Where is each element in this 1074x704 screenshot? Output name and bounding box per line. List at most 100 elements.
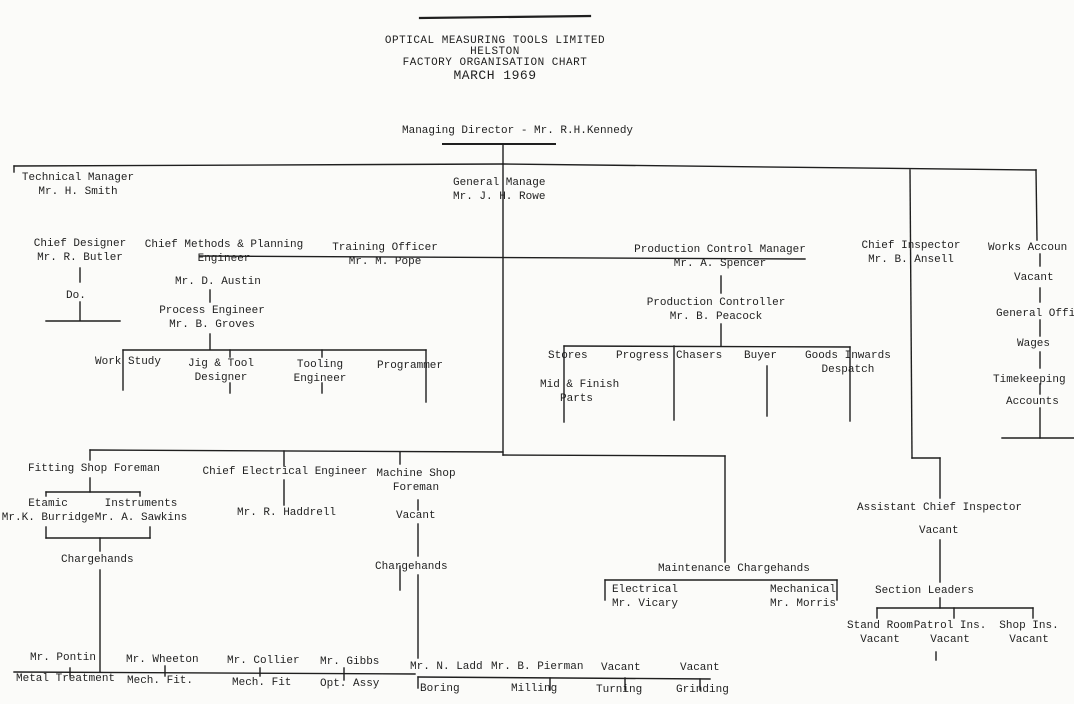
- node-title: Mechanical: [769, 584, 837, 596]
- node-title: Parts: [560, 393, 594, 405]
- goods-inwards-despatch: Goods Inwards Despatch: [805, 349, 891, 377]
- technical-manager: Technical Manager Mr. H. Smith: [22, 171, 134, 199]
- chart-date: MARCH 1969: [453, 68, 537, 83]
- fitting-shop-foreman: Fitting Shop Foreman: [28, 463, 161, 475]
- staff-role: Boring: [420, 683, 460, 695]
- programmer: Programmer: [377, 360, 444, 372]
- chief-electrical-name: Mr. R. Haddrell: [237, 507, 337, 519]
- node-name: Mr. H. Smith: [38, 186, 118, 198]
- node-title: Chief Designer: [33, 238, 127, 250]
- progress: Progress: [616, 350, 669, 362]
- node-title: Process Engineer: [159, 305, 265, 317]
- chief-methods-name: Mr. D. Austin: [175, 276, 261, 288]
- stores: Stores: [548, 350, 588, 362]
- node-title: Engineer: [293, 373, 347, 385]
- node-name: Mr. B. Ansell: [868, 254, 954, 266]
- node-name: Vacant: [860, 634, 900, 646]
- node-title: Production Control Manager: [634, 244, 806, 256]
- node-name: Mr. A. Spencer: [673, 258, 767, 270]
- node-name: Vacant: [930, 634, 970, 646]
- machine-shop-name: Vacant: [396, 510, 436, 522]
- accounts: Accounts: [1006, 396, 1059, 408]
- staff-name: Mr. B. Pierman: [491, 661, 584, 673]
- staff-role: Turning: [596, 684, 643, 696]
- fitting-chargehands: Chargehands: [61, 554, 134, 566]
- chief-electrical-engineer: Chief Electrical Engineer: [202, 465, 367, 479]
- mechanical-maintenance: Mechanical Mr. Morris: [770, 583, 836, 611]
- node-title: Mid & Finish: [540, 379, 620, 391]
- staff-role: Metal Treatment: [16, 673, 116, 685]
- node-name: Mr. R. Butler: [37, 252, 123, 264]
- company-name: OPTICAL MEASURING TOOLS LIMITED: [384, 35, 606, 47]
- node-title: Goods Inwards: [805, 350, 891, 362]
- work-study: Work Study: [95, 356, 162, 368]
- node-name: Mr. B. Peacock: [669, 311, 763, 323]
- stand-room: Stand Room Vacant: [847, 619, 913, 647]
- staff-role: Grinding: [676, 684, 729, 696]
- node-title: Production Controller: [646, 297, 786, 309]
- training-officer: Training Officer Mr. M. Pope: [332, 241, 438, 269]
- works-accountant-title: Works Accoun: [988, 242, 1068, 254]
- node-title: Chief Methods & Planning: [144, 239, 304, 251]
- node-name: Mr. A. Sawkins: [94, 512, 188, 524]
- machine-shop-foreman: Machine Shop Foreman: [376, 467, 455, 495]
- assistant-chief-inspector-name: Vacant: [919, 525, 959, 537]
- staff-name: Mr. N. Ladd: [410, 661, 483, 673]
- staff-name: Mr. Gibbs: [320, 656, 380, 668]
- node-title: Technical Manager: [21, 172, 135, 184]
- staff-role: Mech. Fit: [232, 677, 292, 689]
- chasers: Chasers: [676, 350, 723, 362]
- chart-title: FACTORY ORGANISATION CHART: [402, 57, 588, 69]
- node-title: Engineer: [197, 253, 251, 265]
- node-title: Stand Room: [846, 620, 914, 632]
- general-office: General Offi: [996, 308, 1074, 320]
- section-leaders: Section Leaders: [875, 585, 975, 597]
- jig-tool-designer: Jig & Tool Designer: [188, 357, 254, 385]
- node-title: Designer: [194, 372, 248, 384]
- node-name: Mr. Morris: [769, 598, 837, 610]
- node-title: General Manage: [453, 177, 546, 189]
- maintenance-chargehands: Maintenance Chargehands: [658, 563, 810, 575]
- staff-name: Vacant: [601, 662, 641, 674]
- chief-designer-sub: Do.: [66, 290, 86, 302]
- chief-inspector: Chief Inspector Mr. B. Ansell: [861, 239, 960, 267]
- staff-name: Vacant: [680, 662, 720, 674]
- node-name: Mr. J. H. Rowe: [453, 191, 546, 203]
- node-title: Shop Ins.: [999, 620, 1059, 632]
- process-engineer: Process Engineer Mr. B. Groves: [159, 304, 265, 332]
- staff-name: Mr. Wheeton: [126, 654, 199, 666]
- buyer: Buyer: [744, 350, 778, 362]
- node-title: Chief Inspector: [861, 240, 961, 252]
- staff-name: Mr. Collier: [227, 655, 300, 667]
- mid-finish-parts: Mid & Finish Parts: [540, 378, 619, 406]
- node-title: Jig & Tool: [187, 358, 255, 370]
- chart-header: OPTICAL MEASURING TOOLS LIMITED HELSTON …: [360, 36, 630, 83]
- node-name: Mr. M. Pope: [348, 256, 422, 268]
- general-manager: General Manage Mr. J. H. Rowe: [453, 176, 545, 204]
- electrical-maintenance: Electrical Mr. Vicary: [612, 583, 678, 611]
- node-title: Electrical: [611, 584, 679, 596]
- etamic: Etamic Mr.K. Burridge: [2, 497, 94, 525]
- production-controller: Production Controller Mr. B. Peacock: [647, 296, 786, 324]
- node-title: Instruments: [104, 498, 178, 510]
- machine-chargehands: Chargehands: [375, 561, 448, 573]
- managing-director: Managing Director - Mr. R.H.Kennedy: [402, 125, 634, 137]
- node-title: Despatch: [821, 364, 875, 376]
- instruments: Instruments Mr. A. Sawkins: [95, 497, 187, 525]
- patrol-ins: Patrol Ins. Vacant: [914, 619, 987, 647]
- node-title: Chief Electrical Engineer: [202, 466, 368, 478]
- works-accountant-name: Vacant: [1014, 272, 1054, 284]
- node-name: Mr. B. Groves: [169, 319, 255, 331]
- node-title: Tooling: [296, 359, 344, 371]
- staff-role: Opt. Assy: [320, 678, 380, 690]
- chief-methods-engineer: Chief Methods & Planning Engineer: [145, 238, 303, 266]
- node-title: Foreman: [392, 482, 440, 494]
- timekeeping: Timekeeping: [993, 374, 1066, 386]
- chief-designer: Chief Designer Mr. R. Butler: [34, 237, 126, 265]
- company-location: HELSTON: [470, 46, 520, 58]
- tooling-engineer: Tooling Engineer: [294, 358, 347, 386]
- node-title: Machine Shop: [376, 468, 456, 480]
- production-control-manager: Production Control Manager Mr. A. Spence…: [634, 243, 806, 271]
- node-title: Training Officer: [332, 242, 438, 254]
